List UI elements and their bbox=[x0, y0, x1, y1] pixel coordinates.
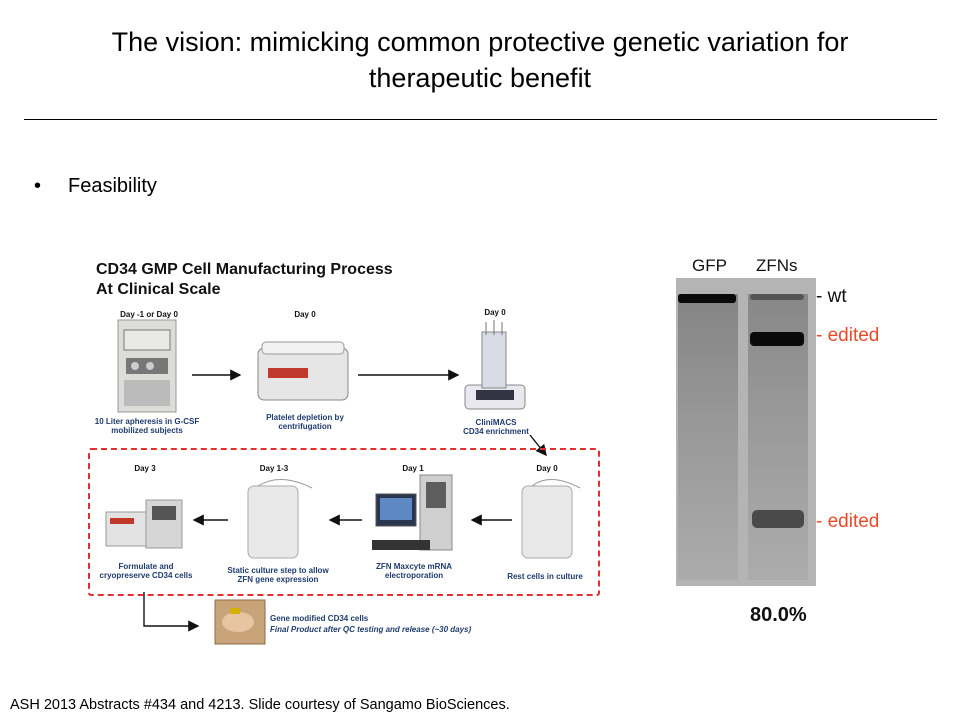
transduction-dashed-box bbox=[88, 448, 600, 596]
step-caption-line: mobilized subjects bbox=[111, 426, 183, 435]
title-divider bbox=[24, 119, 937, 120]
band-edited-lower bbox=[752, 510, 804, 528]
gel-panel: GFP ZFNs - wt - edited - edited 80.0% bbox=[676, 250, 936, 640]
step-caption: Platelet depletion by centrifugation bbox=[235, 413, 375, 431]
final-product-image bbox=[214, 599, 266, 645]
bullet-item: • Feasibility bbox=[34, 175, 157, 198]
slide-title-line1: The vision: mimicking common protective … bbox=[111, 27, 849, 57]
step-caption: Static culture step to allow ZFN gene ex… bbox=[208, 566, 348, 584]
step-caption-line: CliniMACS bbox=[475, 418, 517, 427]
apheresis-machine-image bbox=[117, 319, 177, 413]
centrifuge-image bbox=[257, 341, 349, 401]
clinimacs-image bbox=[464, 320, 526, 410]
band-label-edited: - edited bbox=[816, 511, 880, 532]
gel-bands bbox=[678, 294, 808, 580]
step-caption: ZFN Maxcyte mRNA electroporation bbox=[356, 562, 472, 580]
step-caption: Formulate and cryopreserve CD34 cells bbox=[88, 562, 204, 580]
band-wt-gfp bbox=[678, 294, 736, 303]
step-day: Day 1 bbox=[402, 464, 424, 473]
cryopreserve-equipment-image bbox=[105, 499, 183, 549]
editing-percentage: 80.0% bbox=[750, 604, 807, 626]
step-caption-line: Static culture step to allow bbox=[227, 566, 329, 575]
band-label-wt: - wt bbox=[816, 286, 847, 307]
lane-label-gfp: GFP bbox=[692, 256, 727, 275]
step-caption-line: ZFN gene expression bbox=[237, 575, 319, 584]
step-day: Day 0 bbox=[484, 308, 506, 317]
step-caption-line: electroporation bbox=[384, 571, 444, 580]
step-day: Day 0 bbox=[294, 310, 316, 319]
step-caption: 10 Liter apheresis in G-CSF mobilized su… bbox=[82, 417, 212, 435]
step-caption-line: Formulate and bbox=[118, 562, 174, 571]
final-product-caption: Gene modified CD34 cells Final Product a… bbox=[270, 613, 471, 635]
step-caption-line: centrifugation bbox=[278, 422, 332, 431]
electroporation-image bbox=[372, 474, 453, 551]
slide-title: The vision: mimicking common protective … bbox=[0, 24, 960, 96]
step-caption-line: cryopreserve CD34 cells bbox=[99, 571, 193, 580]
process-title: CD34 GMP Cell Manufacturing Process At C… bbox=[96, 260, 393, 300]
bullet-dot: • bbox=[34, 175, 42, 197]
slide-title-line2: therapeutic benefit bbox=[368, 63, 592, 93]
band-edited-upper bbox=[750, 332, 804, 346]
culture-bag-image bbox=[247, 479, 313, 559]
final-product-line2: Final Product after QC testing and relea… bbox=[270, 625, 472, 634]
gel-image bbox=[676, 278, 816, 586]
step-caption: Rest cells in culture bbox=[490, 572, 600, 581]
step-caption-line: Rest cells in culture bbox=[507, 572, 583, 581]
culture-bag-image bbox=[521, 479, 581, 559]
step-caption: CliniMACS CD34 enrichment bbox=[438, 418, 554, 436]
step-caption-line: Platelet depletion by bbox=[266, 413, 344, 422]
lane-label-zfns: ZFNs bbox=[756, 256, 798, 275]
band-wt-zfns bbox=[750, 294, 804, 300]
step-caption-line: 10 Liter apheresis in G-CSF bbox=[94, 417, 200, 426]
final-product-line1: Gene modified CD34 cells bbox=[270, 614, 369, 623]
step-caption-line: CD34 enrichment bbox=[463, 427, 529, 436]
step-day: Day 3 bbox=[134, 464, 156, 473]
process-title-line2: At Clinical Scale bbox=[96, 281, 221, 298]
arrow bbox=[143, 592, 200, 632]
process-graphics bbox=[105, 319, 581, 645]
step-day: Day -1 or Day 0 bbox=[120, 310, 178, 319]
process-figure: CD34 GMP Cell Manufacturing Process At C… bbox=[80, 250, 605, 655]
step-day: Day 0 bbox=[536, 464, 558, 473]
footer-citation: ASH 2013 Abstracts #434 and 4213. Slide … bbox=[10, 697, 510, 713]
process-title-line1: CD34 GMP Cell Manufacturing Process bbox=[96, 261, 393, 278]
band-label-edited: - edited bbox=[816, 325, 880, 346]
bullet-text: Feasibility bbox=[68, 175, 157, 197]
arrow bbox=[529, 434, 547, 457]
step-day: Day 1-3 bbox=[259, 464, 289, 473]
step-caption-line: ZFN Maxcyte mRNA bbox=[375, 562, 452, 571]
